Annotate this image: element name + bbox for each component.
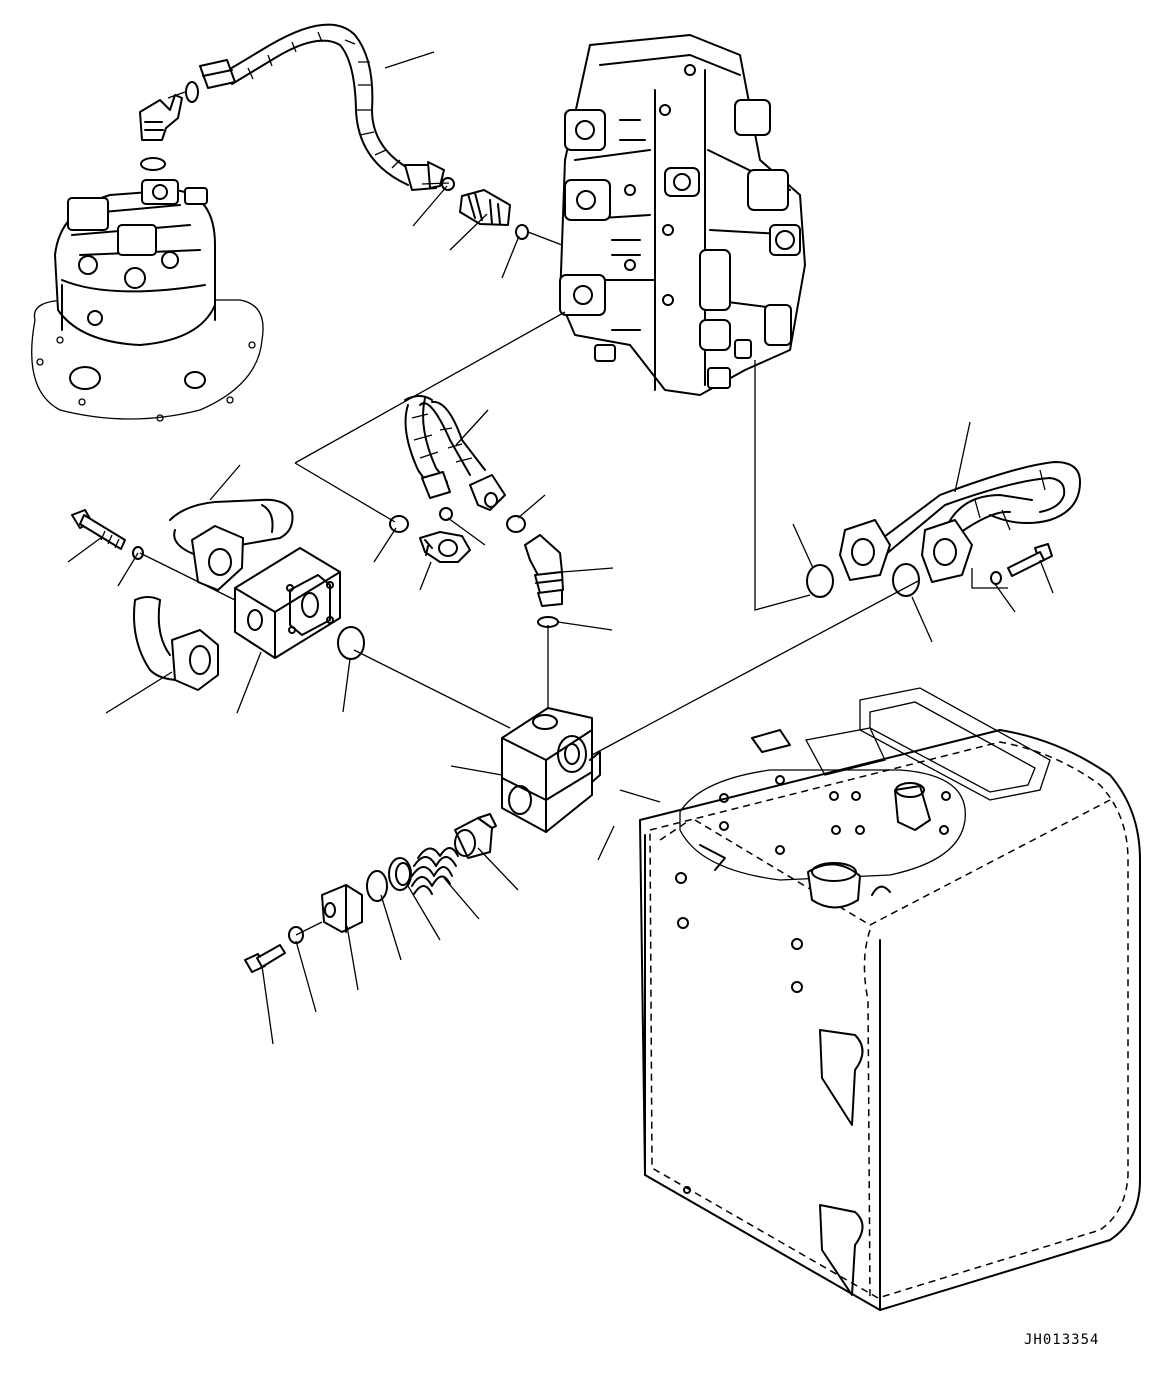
check-valve-block [501,707,601,833]
washer [990,571,1002,585]
drawing-code: JH013354 [1024,1332,1100,1348]
o-ring [366,870,388,902]
assembly-lines [139,91,1008,936]
swing-motor-hose [199,23,445,191]
o-ring [389,507,526,533]
mounting-block [234,547,341,659]
bolt [1007,543,1053,577]
elbow-fitting [139,94,183,141]
union-fitting [459,189,511,226]
elbow-fitting [524,534,564,607]
bolt [71,509,126,550]
suction-pipe [133,596,219,691]
control-valve-hose [404,395,506,511]
banjo-fitting [419,531,471,563]
check-valve-poppet [454,813,497,859]
cover-plate [321,884,363,933]
backup-ring [388,857,412,891]
hydraulic-tank [639,687,1141,1311]
callout-leaders [67,51,1054,1045]
swing-motor [31,179,264,422]
washer [132,546,144,560]
o-ring [140,81,199,171]
o-ring [337,626,365,660]
bolt [244,944,286,973]
hydraulic-tank-hose [839,461,1081,583]
control-valve [559,34,806,396]
spring [411,847,459,895]
